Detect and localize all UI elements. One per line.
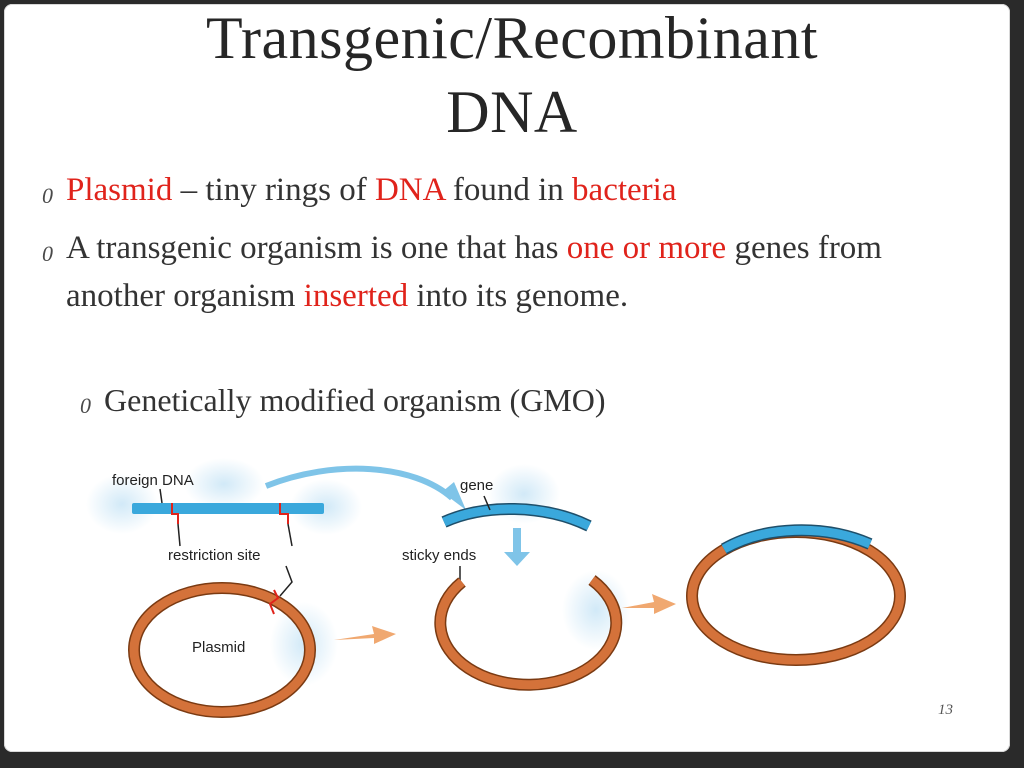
recombinant-dna-diagram: foreign DNA restriction site Plasmid gen… [86, 458, 906, 718]
inserted-gene-fill [721, 525, 872, 553]
cut-mark-right [279, 503, 289, 524]
bullet-plasmid: 0 Plasmid – tiny rings of DNA found in b… [42, 166, 677, 214]
slide-title: Transgenic/Recombinant DNA [4, 5, 1010, 145]
label-foreign-dna: foreign DNA [112, 472, 194, 489]
foreign-dna-strand [132, 503, 324, 514]
curved-arrow-to-gene [264, 465, 454, 501]
label-sticky-ends: sticky ends [402, 547, 476, 564]
title-line-1: Transgenic/Recombinant [205, 5, 819, 71]
cut-mark-left [171, 503, 179, 524]
foreign-dna-leader [159, 488, 163, 504]
page-number: 13 [938, 702, 953, 718]
bullet2-text-c: into its genome. [408, 278, 629, 314]
leader-line-right [287, 523, 293, 547]
curved-arrow-head [442, 482, 466, 510]
bullet2-text-b: genes from another organism [66, 230, 882, 314]
gene-segment-fill [442, 504, 591, 531]
label-gene: gene [460, 477, 493, 494]
term-dna: DNA [374, 172, 445, 208]
glow-right-strand [290, 479, 362, 535]
plasmid-cut-mark [268, 589, 280, 615]
term-bacteria: bacteria [572, 172, 677, 208]
term-inserted: inserted [303, 278, 409, 314]
label-plasmid: Plasmid [192, 639, 245, 656]
leader-line-left [177, 523, 181, 547]
arrow-plasmid-to-open [334, 626, 396, 644]
slide: Transgenic/Recombinant DNA 0 Plasmid – t… [4, 4, 1010, 752]
glow-top-left [184, 458, 264, 510]
plasmid-ring-inner [129, 583, 315, 717]
sub-bullet-gmo: 0 Genetically modified organism (GMO) [80, 376, 606, 424]
bullet2-text-a: A transgenic organism is one that has [66, 230, 567, 266]
gene-leader [483, 495, 491, 511]
bullet-marker: 0 [42, 241, 53, 266]
restriction-site-leader [279, 565, 293, 597]
sub-bullet-text: Genetically modified organism (GMO) [104, 382, 606, 418]
bullet-marker: 0 [80, 393, 91, 418]
bullet-transgenic: 0 A transgenic organism is one that has … [42, 224, 946, 320]
recombinant-plasmid-ring-inner [687, 527, 905, 665]
term-plasmid: Plasmid [66, 172, 173, 208]
down-arrow-shaft [513, 528, 521, 556]
bullet-marker: 0 [42, 183, 53, 208]
term-one-or-more: one or more [566, 230, 727, 266]
open-plasmid-ring-inner [435, 576, 621, 690]
title-line-2: DNA [446, 79, 578, 145]
label-restriction-site: restriction site [168, 547, 261, 564]
arrow-open-to-recombinant [622, 594, 676, 614]
bullet1-text-b: found in [444, 172, 573, 208]
down-arrow-head [504, 552, 530, 566]
bullet1-text-a: – tiny rings of [172, 172, 375, 208]
glow-left-strand [86, 474, 158, 534]
